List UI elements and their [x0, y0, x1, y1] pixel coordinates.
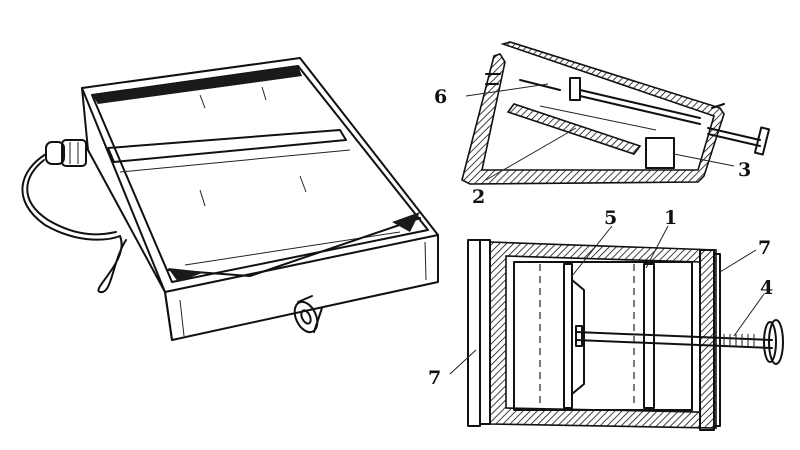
- handwheel: [768, 319, 784, 365]
- label-4: 4: [760, 277, 773, 299]
- power-cable: [21, 153, 127, 294]
- label-1: 1: [664, 207, 677, 229]
- plan-view: 5 1 7 4 7: [428, 207, 784, 431]
- screw-handle: [753, 126, 771, 156]
- label-3: 3: [738, 159, 751, 181]
- pressure-plate: [571, 279, 585, 395]
- tray-inner-rim: [91, 65, 429, 283]
- weight-block: [645, 137, 675, 169]
- section-view: 6 2 3: [434, 41, 771, 208]
- tray-back-shadow: [92, 66, 302, 104]
- label-2: 2: [472, 186, 485, 208]
- screw-threads: [723, 334, 755, 346]
- screw-rod: [579, 89, 701, 119]
- tray-divider: [107, 129, 347, 163]
- label-6: 6: [434, 86, 447, 108]
- label-7-left: 7: [428, 367, 441, 389]
- left-end-plate-inner: [479, 239, 491, 425]
- left-end-plate-outer: [467, 239, 481, 427]
- section-housing-walls: [461, 41, 725, 185]
- tray-perspective: [21, 57, 439, 341]
- tray-left-bottom-edge: [87, 149, 166, 293]
- power-plug: [45, 139, 87, 167]
- label-5: 5: [604, 207, 617, 229]
- tray-front-walls: [164, 234, 439, 341]
- plan-screw: [575, 331, 773, 341]
- plan-housing-walls: [489, 241, 717, 429]
- drain-outlet: [293, 295, 323, 334]
- label-7-right: 7: [758, 237, 771, 259]
- tray-left-edge: [81, 87, 89, 151]
